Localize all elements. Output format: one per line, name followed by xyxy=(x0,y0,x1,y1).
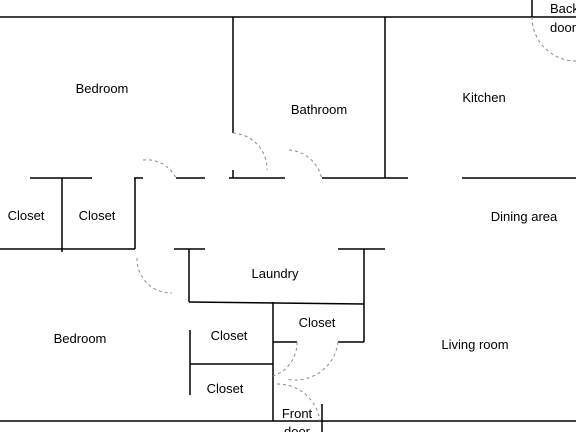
door-label-back-line-2: door xyxy=(550,20,576,35)
wall-laundry-bottom xyxy=(188,301,365,305)
door-swing-bathroom-right xyxy=(288,149,323,181)
room-label-closet-mid-1: Closet xyxy=(211,328,248,343)
door-swing-back xyxy=(531,16,576,62)
door-label-front-line-2: door xyxy=(284,424,311,432)
door-label-front-line-1: Front xyxy=(282,406,313,421)
door-swing-bedroom-top xyxy=(142,159,177,179)
room-label-bathroom: Bathroom xyxy=(291,102,347,117)
room-label-bedroom-bottom: Bedroom xyxy=(54,331,107,346)
room-label-kitchen: Kitchen xyxy=(462,90,505,105)
room-label-closet-left-2: Closet xyxy=(79,208,116,223)
room-label-closet-mid-2: Closet xyxy=(299,315,336,330)
room-label-closet-mid-3: Closet xyxy=(207,381,244,396)
door-swing-bathroom-left xyxy=(232,132,268,171)
room-label-laundry: Laundry xyxy=(252,266,299,281)
room-label-dining-area: Dining area xyxy=(491,209,558,224)
door-swing-closet xyxy=(272,341,298,377)
door-swing-front xyxy=(276,383,321,422)
door-swing-living xyxy=(285,341,339,381)
room-label-living-room: Living room xyxy=(441,337,508,352)
door-swing-bedroom-bottom xyxy=(136,257,173,294)
room-label-closet-left-1: Closet xyxy=(8,208,45,223)
door-label-back-line-1: Back xyxy=(550,1,576,16)
room-label-bedroom-top: Bedroom xyxy=(76,81,129,96)
